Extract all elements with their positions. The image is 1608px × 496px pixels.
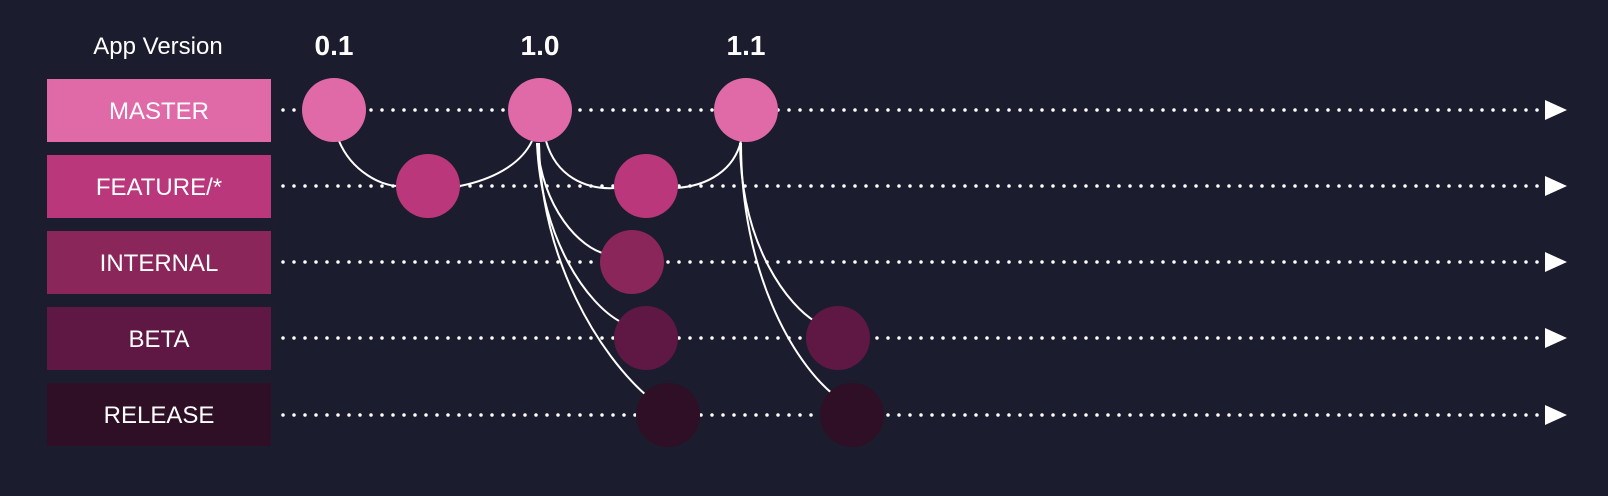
lane-label-internal: INTERNAL bbox=[100, 250, 219, 277]
commit-nodes bbox=[302, 78, 884, 447]
lane-label-beta: BETA bbox=[129, 326, 190, 353]
lane-release: RELEASE bbox=[47, 383, 271, 446]
commit-feature-b bbox=[614, 154, 678, 218]
arrow-icon bbox=[1545, 252, 1567, 272]
lane-box-feature bbox=[47, 155, 271, 218]
version-label-1-1: 1.1 bbox=[727, 30, 766, 61]
lane-label-release: RELEASE bbox=[104, 402, 215, 429]
connector-feature-to-master11 bbox=[675, 140, 742, 189]
commit-release-b bbox=[820, 383, 884, 447]
connector-master11-to-release bbox=[740, 142, 835, 396]
lane-internal: INTERNAL bbox=[47, 231, 271, 294]
arrowheads bbox=[1545, 100, 1567, 425]
lane-box-internal bbox=[47, 231, 271, 294]
lane-label-feature: FEATURE/* bbox=[96, 174, 222, 201]
app-version-heading: App Version bbox=[93, 33, 222, 60]
commit-release-a bbox=[636, 383, 700, 447]
timelines bbox=[281, 108, 1544, 417]
version-label-0-1: 0.1 bbox=[315, 30, 354, 61]
lane-feature: FEATURE/* bbox=[47, 155, 271, 218]
arrow-icon bbox=[1545, 405, 1567, 425]
connector-master10-to-internal bbox=[536, 142, 607, 255]
commit-internal bbox=[600, 230, 664, 294]
lane-box-release bbox=[47, 383, 271, 446]
lane-box-master bbox=[47, 79, 271, 142]
arrow-icon bbox=[1545, 328, 1567, 348]
lane-master: MASTER bbox=[47, 79, 271, 142]
arrow-icon bbox=[1545, 100, 1567, 120]
commit-master-1-1 bbox=[714, 78, 778, 142]
connector-master10-to-beta bbox=[536, 142, 622, 323]
connector-master10-to-feature bbox=[545, 140, 617, 190]
connector-master11-to-beta bbox=[739, 142, 817, 323]
version-label-1-0: 1.0 bbox=[521, 30, 560, 61]
commit-beta-b bbox=[806, 306, 870, 370]
connector-master01-to-feature bbox=[338, 140, 399, 187]
lane-label-master: MASTER bbox=[109, 98, 209, 125]
commit-master-1-0 bbox=[508, 78, 572, 142]
arrow-icon bbox=[1545, 176, 1567, 196]
lane-beta: BETA bbox=[47, 307, 271, 370]
commit-feature-a bbox=[396, 154, 460, 218]
connector-feature-to-master10 bbox=[459, 140, 533, 187]
commit-master-0-1 bbox=[302, 78, 366, 142]
lane-box-beta bbox=[47, 307, 271, 370]
connectors bbox=[338, 140, 835, 397]
commit-beta-a bbox=[614, 306, 678, 370]
connector-master10-to-release bbox=[538, 142, 648, 397]
